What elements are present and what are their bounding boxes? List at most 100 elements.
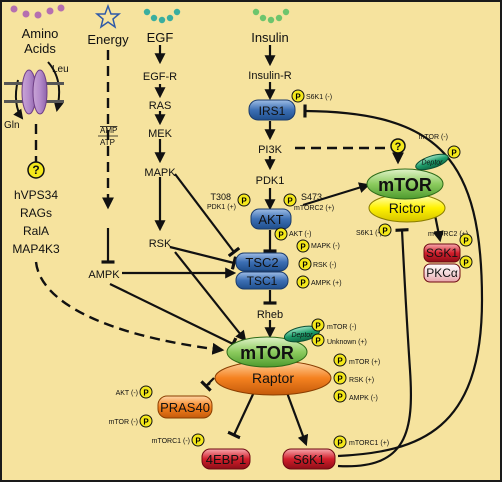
svg-text:P: P	[195, 437, 201, 446]
svg-text:PRAS40: PRAS40	[160, 400, 210, 415]
pras40-mtor-label: mTOR (-)	[109, 419, 138, 426]
egf-label: EGF	[147, 30, 174, 45]
p-badge: P	[459, 255, 473, 269]
svg-text:TSC1: TSC1	[247, 274, 278, 288]
svg-text:TSC2: TSC2	[245, 255, 278, 270]
svg-text:S6K1: S6K1	[293, 452, 325, 467]
svg-text:P: P	[287, 197, 293, 206]
pdk1-label: PDK1	[256, 175, 285, 187]
svg-text:P: P	[337, 357, 343, 366]
svg-text:IRS1: IRS1	[259, 104, 286, 118]
akt-mtorc2-label: mTORC2 (+)	[294, 205, 334, 212]
deptor1-mtor-label: mTOR (-)	[327, 324, 356, 331]
p-badge: P	[311, 318, 325, 332]
svg-text:4EBP1: 4EBP1	[206, 452, 246, 467]
svg-text:AKT: AKT	[258, 212, 283, 227]
p-badge: P	[378, 223, 392, 237]
svg-text:P: P	[463, 259, 469, 268]
p-badge: P	[139, 414, 153, 428]
question-mark-icon: ?	[390, 138, 406, 154]
aa-mediator-rags: RAGs	[20, 206, 52, 220]
amino-acids-label-2: Acids	[24, 41, 56, 56]
aa-mediator-map4k3: MAP4K3	[12, 242, 60, 256]
svg-text:P: P	[315, 337, 321, 346]
star-icon	[94, 3, 122, 29]
mtorc1-complex: Raptor mTOR Deptor	[214, 325, 332, 396]
svg-text:P: P	[382, 227, 388, 236]
gln-label: Gln	[4, 120, 20, 131]
pras40-node: PRAS40	[157, 395, 213, 419]
rictor-label: Rictor	[389, 200, 426, 216]
4ebp1-mtorc1-label: mTORC1 (-)	[152, 438, 190, 445]
mek-label: MEK	[148, 128, 173, 140]
deptor1-unknown-label: Unknown (+)	[327, 339, 367, 346]
svg-text:P: P	[300, 243, 306, 252]
pi3k-label: PI3K	[258, 144, 283, 156]
aa-mediator-rala: RalA	[23, 224, 49, 238]
p-badge: P	[447, 145, 461, 159]
amino-acids-icon	[10, 4, 65, 19]
deptor-label: Deptor	[291, 332, 313, 339]
mtorc2-mtor-label: mTOR	[378, 175, 432, 195]
raptor-mtor-label: mTOR (+)	[349, 359, 380, 366]
amp-label: AMP	[100, 126, 117, 135]
p-badge: P	[283, 193, 297, 207]
4ebp1-node: 4EBP1	[201, 448, 251, 470]
mtorc1-mtor-label: mTOR	[240, 343, 294, 363]
p-badge: P	[333, 371, 347, 385]
mtorc2-complex: Rictor mTOR Deptor	[366, 153, 449, 223]
raptor-label: Raptor	[252, 370, 294, 386]
akt-node: AKT	[250, 208, 292, 230]
p-badge: P	[237, 193, 251, 207]
svg-text:?: ?	[32, 163, 39, 177]
rheb-label: Rheb	[257, 309, 283, 321]
svg-text:P: P	[302, 261, 308, 270]
svg-text:PKCα: PKCα	[426, 266, 458, 280]
svg-text:P: P	[143, 389, 149, 398]
p-badge: P	[333, 353, 347, 367]
svg-text:P: P	[463, 237, 469, 246]
svg-text:P: P	[451, 149, 457, 158]
raptor-rsk-label: RSK (+)	[349, 377, 374, 384]
p-badge: P	[333, 435, 347, 449]
question-mark-icon: ?	[27, 161, 45, 179]
egf-r-label: EGF-R	[143, 71, 177, 83]
s6k1-mtorc1-label: mTORC1 (+)	[349, 440, 389, 447]
p-badge: P	[291, 89, 305, 103]
p-badge: P	[333, 389, 347, 403]
tsc2-mapk-label: MAPK (-)	[311, 243, 340, 250]
pras40-akt-label: AKT (-)	[116, 390, 138, 397]
aa-mediator-hvps34: hVPS34	[14, 188, 58, 202]
irs1-s6k1-label: S6K1 (-)	[306, 94, 332, 101]
svg-text:P: P	[337, 393, 343, 402]
insulin-label: Insulin	[251, 30, 289, 45]
tsc2-node: TSC2	[235, 252, 289, 272]
svg-text:P: P	[143, 418, 149, 427]
p-badge: P	[296, 275, 310, 289]
akt-pdk1-label: PDK1 (+)	[207, 204, 236, 211]
p-badge: P	[311, 333, 325, 347]
leu-label: Leu	[52, 64, 69, 75]
ras-label: RAS	[149, 100, 172, 112]
tsc1-node: TSC1	[235, 271, 289, 290]
akt-t308-label: T308	[210, 192, 231, 202]
deptor2-label: Deptor	[421, 160, 443, 167]
p-badge: P	[191, 433, 205, 447]
deptor2-mtor-label: mTOR (-)	[419, 134, 448, 141]
svg-text:P: P	[278, 231, 284, 240]
pkc-node: PKCα	[423, 263, 461, 283]
p-badge: P	[298, 257, 312, 271]
p-badge: P	[274, 227, 288, 241]
akt-s473-label: S473	[301, 192, 322, 202]
raptor-ampk-label: AMPK (-)	[349, 395, 378, 402]
energy-label: Energy	[87, 32, 129, 47]
rsk-label: RSK	[149, 238, 172, 250]
p-badge: P	[139, 385, 153, 399]
amino-acids-label: Amino	[22, 26, 59, 41]
p-badge: P	[296, 239, 310, 253]
sgk-mtorc2-label: mTORC2 (+)	[428, 231, 468, 238]
svg-text:?: ?	[395, 141, 402, 153]
svg-text:P: P	[337, 439, 343, 448]
mapk-label: MAPK	[144, 167, 176, 179]
